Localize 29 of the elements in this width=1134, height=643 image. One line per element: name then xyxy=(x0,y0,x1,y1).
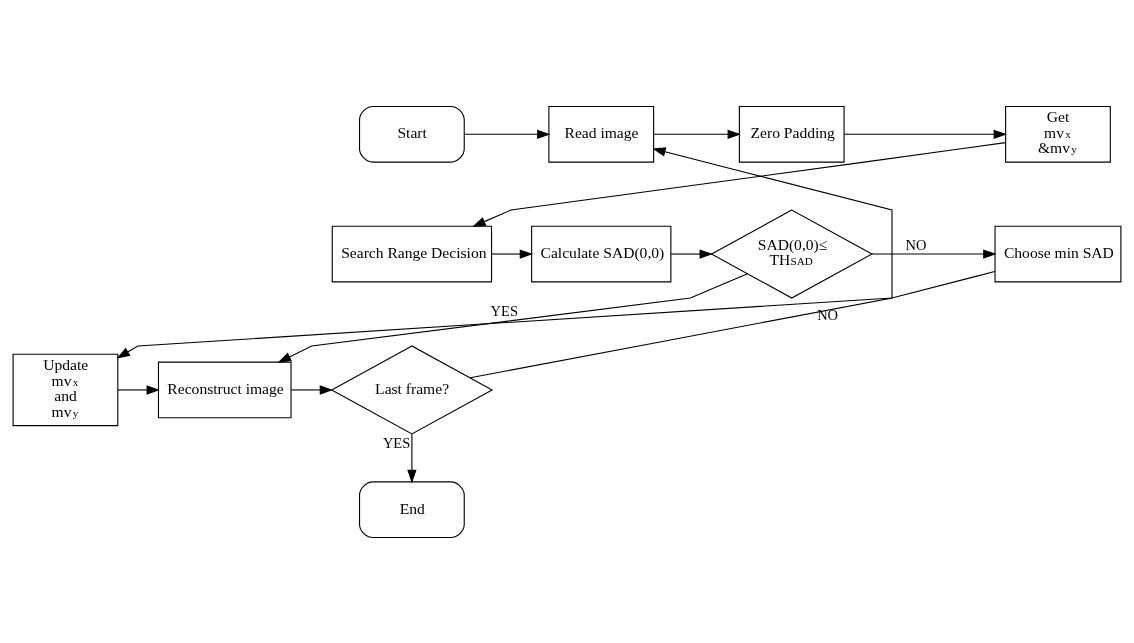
node-diamond: Last frame? xyxy=(330,344,494,435)
arrow xyxy=(407,433,417,483)
arrow xyxy=(843,129,1007,139)
edge-label: NO xyxy=(817,306,839,323)
node-box: Read image xyxy=(548,105,655,163)
arrow xyxy=(469,146,893,378)
edge-label: YES xyxy=(490,302,518,319)
arrow xyxy=(871,248,997,259)
node-box: Calculate SAD(0,0) xyxy=(531,225,672,282)
node-diamond: SAD(0,0)≤ THSAD xyxy=(710,208,874,299)
node-box: End xyxy=(358,480,465,538)
node-box: Get mvx &mvy xyxy=(1005,105,1111,163)
node-box: Start xyxy=(358,105,465,163)
arrow xyxy=(277,272,749,363)
arrow xyxy=(472,141,1007,227)
arrow xyxy=(491,248,534,259)
arrow xyxy=(290,384,334,395)
arrow xyxy=(116,270,996,359)
arrow xyxy=(653,129,741,139)
node-box: Update mvx and mvy xyxy=(12,353,119,426)
node-box: Reconstruct image xyxy=(157,361,292,418)
arrow xyxy=(117,384,160,395)
arrow xyxy=(463,129,551,139)
edge-label: NO xyxy=(905,236,927,253)
node-box: Search Range Decision xyxy=(331,225,493,282)
arrow xyxy=(670,248,713,259)
node-box: Choose min SAD xyxy=(994,225,1122,282)
node-box: Zero Padding xyxy=(738,105,845,163)
edge-label: YES xyxy=(382,434,411,451)
